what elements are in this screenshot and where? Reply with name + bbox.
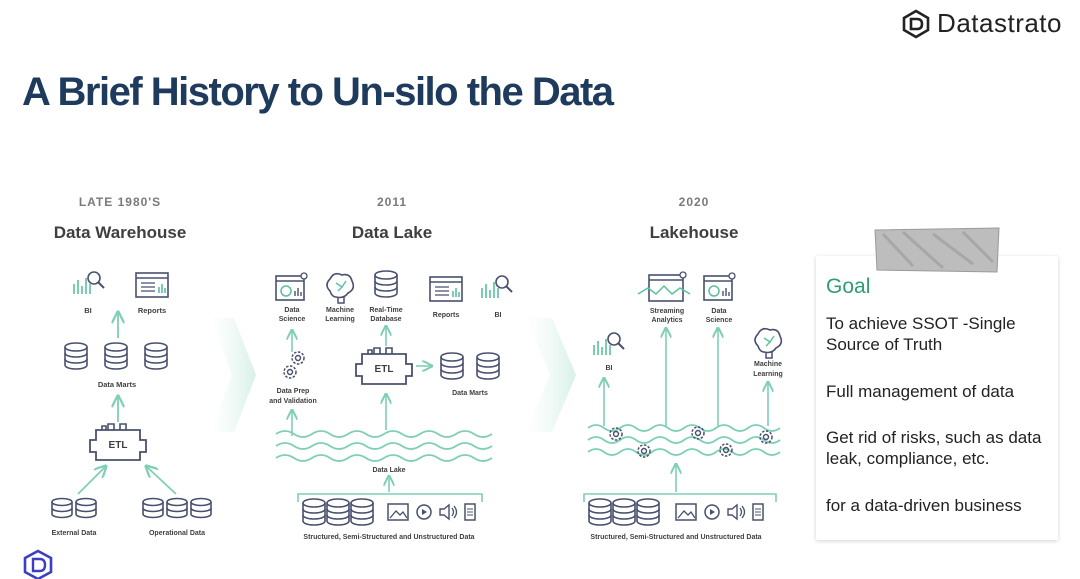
- lake-mart-db-icon: [476, 352, 500, 380]
- lakehouse-ml-icon: [754, 327, 783, 359]
- brand-logo: Datastrato: [901, 8, 1062, 39]
- tape-decoration: [874, 227, 1000, 273]
- lakehouse-data-science-icon: [703, 272, 736, 301]
- operational-db-icon: [190, 497, 212, 519]
- goal-point-business: for a data-driven business: [826, 496, 1022, 515]
- data-science-icon: [275, 272, 308, 301]
- source-db-icon: [588, 498, 612, 526]
- heading-lakehouse: Lakehouse: [649, 223, 739, 242]
- operational-db-icon: [166, 497, 188, 519]
- data-mart-db-icon: [64, 342, 88, 370]
- era-lake: 2011: [376, 195, 408, 209]
- heading-data-warehouse: Data Warehouse: [53, 223, 187, 242]
- warehouse-data-marts-label: Data Marts: [98, 380, 136, 389]
- heading-data-lake: Data Lake: [351, 223, 433, 242]
- source-db-icon: [636, 498, 660, 526]
- footer-logo-icon: [23, 549, 53, 579]
- reports-icon: [135, 272, 169, 298]
- document-icon: [752, 503, 764, 521]
- audio-icon: [439, 504, 458, 520]
- lake-etl-label: ETL: [375, 364, 394, 375]
- warehouse-reports-label: Reports: [138, 306, 166, 315]
- era-lakehouse: 2020: [678, 195, 710, 209]
- source-db-icon: [350, 498, 374, 526]
- lake-reports-label: Reports: [433, 312, 460, 319]
- warehouse-bi-label: BI: [84, 306, 92, 315]
- source-db-icon: [302, 498, 326, 526]
- external-db-icon: [51, 497, 73, 519]
- warehouse-diagram: BI Reports Data Marts ETL External Data …: [51, 271, 212, 537]
- bi-chart-icon: [73, 271, 105, 295]
- audio-icon: [727, 504, 746, 520]
- streaming-analytics-icon: [637, 271, 691, 302]
- lake-bi-icon: [481, 275, 513, 299]
- lakehouse-bi-label: BI: [606, 365, 613, 372]
- lakehouse-bi-icon: [593, 332, 625, 356]
- warehouse-etl-label: ETL: [109, 440, 128, 451]
- realtime-db-icon: [374, 270, 398, 298]
- lake-data-marts-label: Data Marts: [452, 390, 488, 397]
- data-mart-db-icon: [144, 342, 168, 370]
- brand-name: Datastrato: [937, 8, 1062, 38]
- lake-sources-label: Structured, Semi-Structured and Unstruct…: [303, 534, 474, 541]
- source-db-icon: [326, 498, 350, 526]
- gear-icon: [283, 365, 297, 379]
- sources-bracket: [297, 493, 483, 502]
- image-icon: [387, 503, 409, 521]
- lakehouse-sources-label: Structured, Semi-Structured and Unstruct…: [590, 534, 761, 541]
- transition-chevron-1: [210, 318, 256, 432]
- warehouse-external-label: External Data: [52, 530, 97, 537]
- slide-title: A Brief History to Un-silo the Data: [22, 70, 614, 114]
- lake-reports-icon: [429, 276, 463, 302]
- goal-point-management: Full management of data: [826, 382, 1015, 401]
- data-lake-waves: [275, 430, 493, 462]
- external-db-icon: [75, 497, 97, 519]
- goal-card: [816, 256, 1058, 540]
- lake-mart-db-icon: [440, 352, 464, 380]
- lakehouse-sources-bracket: [583, 493, 777, 502]
- source-db-icon: [612, 498, 636, 526]
- operational-db-icon: [142, 497, 164, 519]
- video-icon: [704, 504, 720, 520]
- arrow-operational-to-etl: [146, 466, 177, 495]
- lake-bi-label: BI: [495, 312, 502, 319]
- goal-heading: Goal: [826, 275, 871, 298]
- video-icon: [416, 504, 432, 520]
- data-mart-db-icon: [104, 342, 128, 370]
- era-warehouse: LATE 1980'S: [78, 195, 162, 209]
- datastrato-logo-icon: [902, 8, 930, 39]
- image-icon: [675, 503, 697, 521]
- gear-icon: [691, 426, 705, 440]
- lake-data-lake-label: Data Lake: [372, 467, 405, 474]
- gear-icon: [291, 351, 305, 365]
- warehouse-operational-label: Operational Data: [149, 530, 205, 537]
- arrow-external-to-etl: [77, 466, 106, 495]
- lakehouse-waves: [587, 424, 781, 456]
- transition-chevron-2: [526, 318, 576, 432]
- machine-learning-icon: [326, 272, 355, 304]
- document-icon: [464, 503, 476, 521]
